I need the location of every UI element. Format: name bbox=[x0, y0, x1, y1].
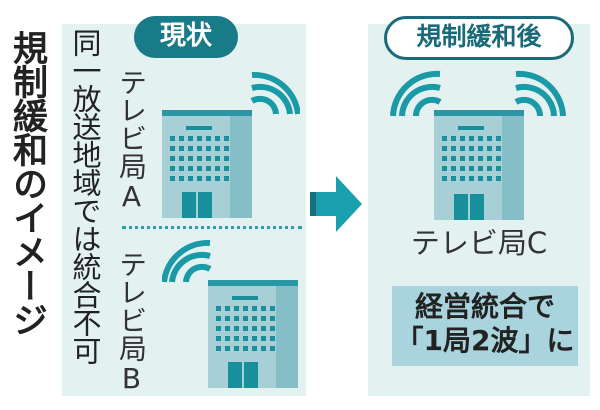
wifi-signal-icon bbox=[250, 71, 300, 115]
after-deregulation-panel: 規制緩和後 テレビ局C 経営統合で 「1局2波」に bbox=[368, 16, 590, 396]
building-icon bbox=[162, 110, 252, 218]
merger-result-line2: 「1局2波」に bbox=[395, 324, 575, 357]
station-b-label: テレビ局B bbox=[115, 250, 148, 395]
current-state-panel: 現状 同一放送地域では統合不可 テレビ局A テレビ局B bbox=[62, 16, 306, 396]
diagram-title: 規制緩和のイメージ bbox=[7, 30, 47, 336]
wifi-signal-icon bbox=[390, 70, 442, 117]
dotted-divider bbox=[122, 226, 302, 229]
wifi-signal-icon bbox=[514, 70, 566, 117]
after-badge: 規制緩和後 bbox=[384, 16, 574, 60]
station-a-label: テレビ局A bbox=[115, 68, 148, 213]
building-icon bbox=[434, 110, 524, 220]
merger-result-line1: 経営統合で bbox=[414, 290, 555, 323]
building-icon bbox=[208, 280, 298, 388]
station-c-label: テレビ局C bbox=[410, 226, 548, 260]
arrow-right-icon bbox=[310, 176, 362, 232]
wifi-signal-icon bbox=[162, 239, 212, 283]
merger-result-box: 経営統合で 「1局2波」に bbox=[392, 286, 578, 366]
restriction-note: 同一放送地域では統合不可 bbox=[68, 28, 102, 364]
current-badge: 現状 bbox=[134, 16, 238, 58]
